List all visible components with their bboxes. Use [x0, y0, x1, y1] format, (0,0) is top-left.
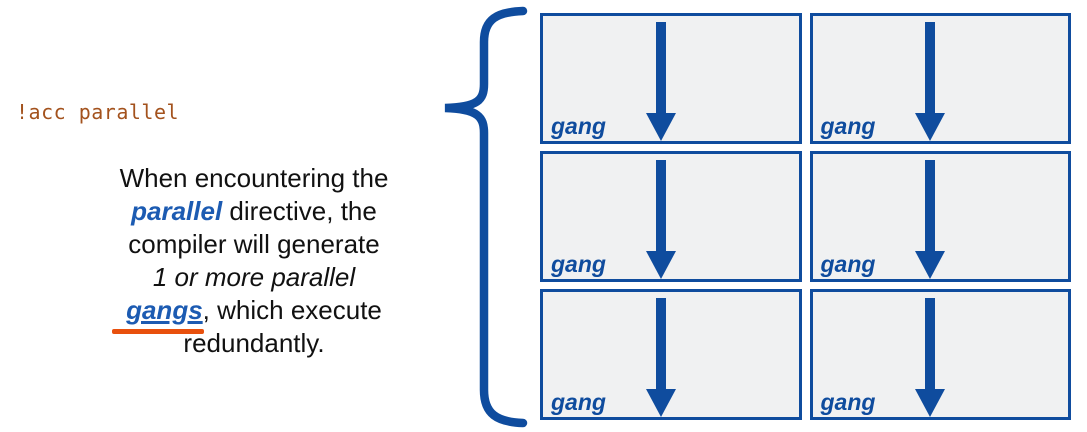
- description-line-5: gangs, which execute: [56, 294, 452, 334]
- down-arrow-icon: [915, 160, 946, 279]
- gang-box: gang: [540, 13, 802, 144]
- down-arrow-icon: [915, 22, 946, 141]
- gang-label: gang: [820, 389, 876, 415]
- down-arrow-icon: [645, 22, 676, 141]
- description-line-6-text: redundantly.: [183, 328, 325, 358]
- gang-label: gang: [820, 251, 876, 277]
- arrow-head: [645, 113, 676, 141]
- gangs-keyword: gangs: [112, 295, 204, 334]
- description-line-6: redundantly.: [56, 327, 452, 360]
- gang-grid: gang gang gang gang: [540, 13, 1071, 420]
- gang-label: gang: [551, 389, 606, 415]
- arrow-shaft: [925, 22, 936, 115]
- gang-label: gang: [551, 251, 606, 277]
- arrow-head: [915, 389, 946, 417]
- arrow-head: [915, 113, 946, 141]
- gang-box: gang: [809, 151, 1071, 282]
- arrow-head: [915, 251, 946, 279]
- down-arrow-icon: [915, 298, 946, 417]
- description-line-2: parallel directive, the: [56, 195, 452, 228]
- down-arrow-icon: [645, 160, 676, 279]
- parallel-keyword: parallel: [131, 196, 223, 226]
- down-arrow-icon: [645, 298, 676, 417]
- arrow-shaft: [655, 160, 666, 253]
- description-line-3: compiler will generate: [56, 228, 452, 261]
- gang-box: gang: [540, 151, 802, 282]
- description-line-2-text: directive, the: [222, 196, 377, 226]
- arrow-shaft: [925, 298, 936, 391]
- acc-parallel-directive: !acc parallel: [16, 100, 180, 124]
- description-line-3-text: compiler will generate: [128, 229, 380, 259]
- left-curly-brace: [444, 6, 528, 428]
- arrow-head: [645, 389, 676, 417]
- description-line-4-text: 1 or more parallel: [152, 262, 356, 292]
- description-line-4: 1 or more parallel: [56, 261, 452, 294]
- gang-label: gang: [820, 113, 876, 139]
- description-line-1-text: When encountering the: [119, 163, 389, 193]
- description-line-1: When encountering the: [56, 162, 452, 195]
- description-text: When encountering the parallel directive…: [56, 162, 452, 360]
- gang-label: gang: [551, 113, 606, 139]
- gang-box: gang: [540, 289, 802, 420]
- arrow-shaft: [925, 160, 936, 253]
- description-line-5-text: , which execute: [202, 295, 382, 325]
- arrow-shaft: [655, 298, 666, 391]
- arrow-head: [645, 251, 676, 279]
- gang-box: gang: [809, 13, 1071, 144]
- arrow-shaft: [655, 22, 666, 115]
- gang-box: gang: [809, 289, 1071, 420]
